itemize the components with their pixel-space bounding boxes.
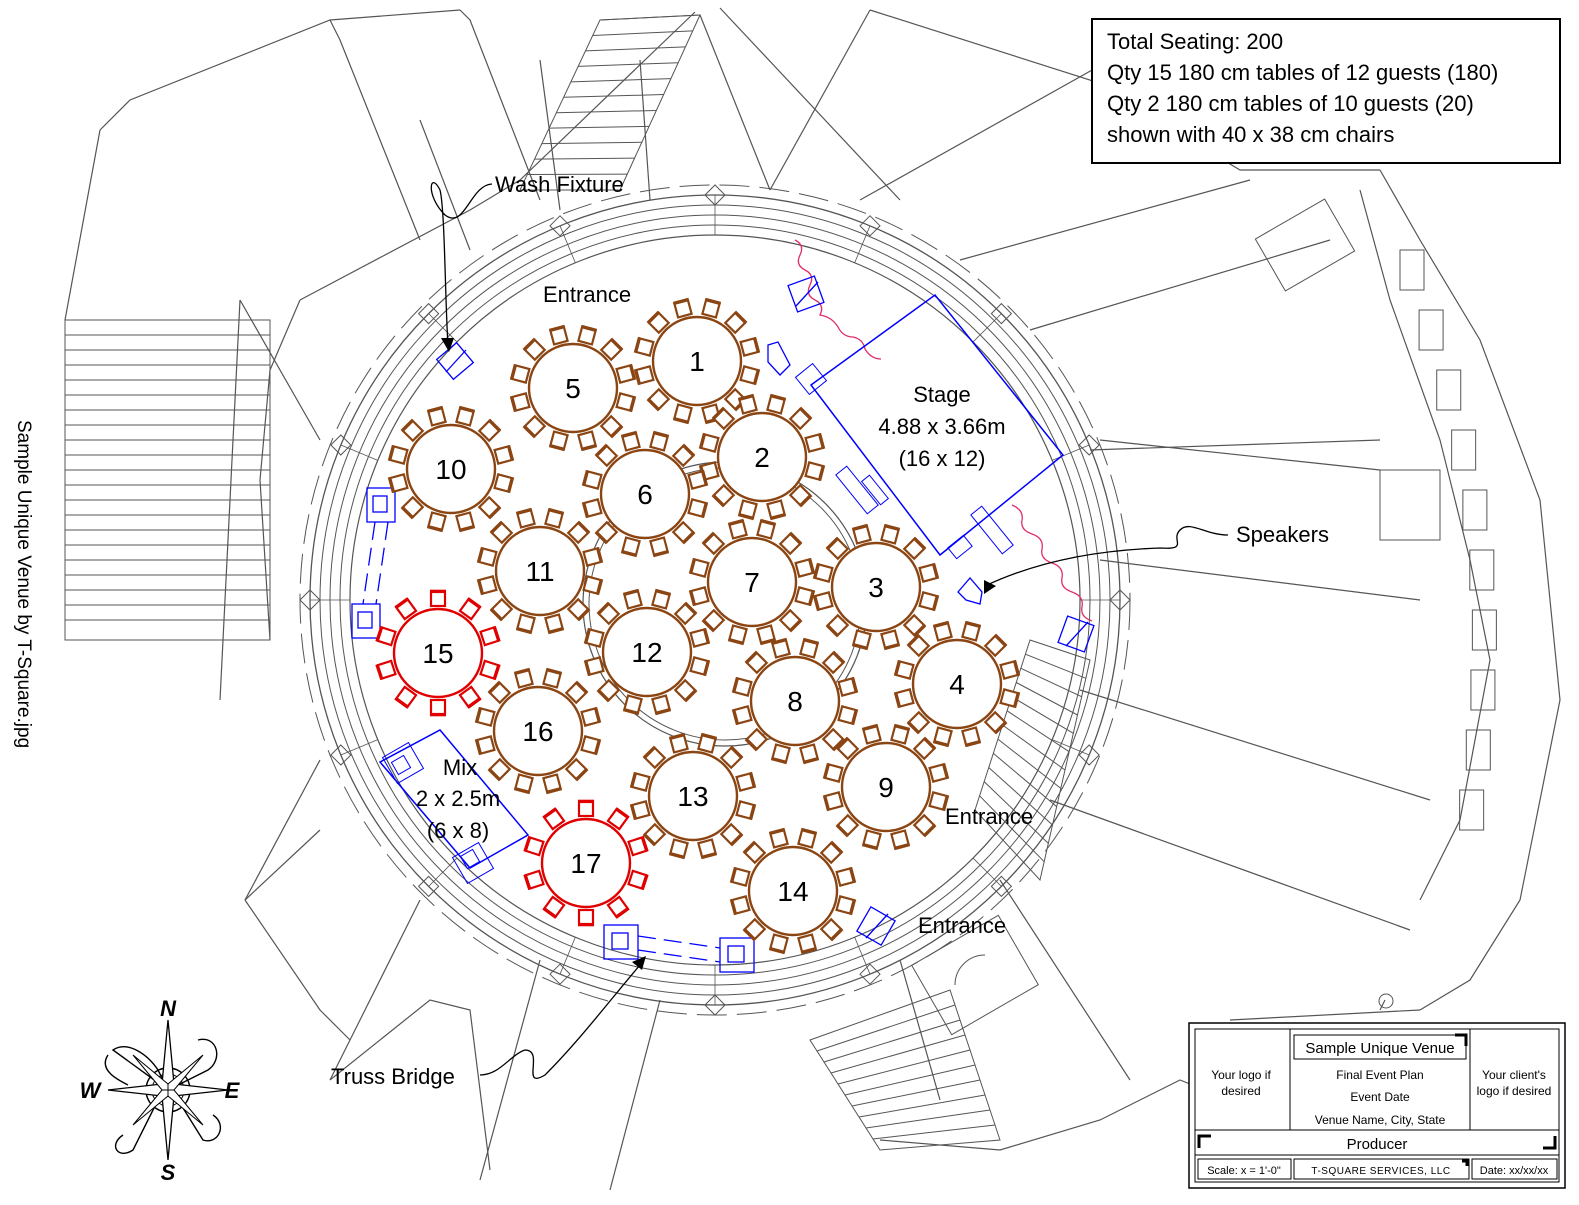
mix-metric-size: 2 x 2.5m — [416, 786, 500, 811]
wash-fixture-nw — [437, 343, 474, 380]
title-company: T-SQUARE SERVICES, LLC — [1311, 1166, 1450, 1177]
title-venue: Sample Unique Venue — [1305, 1040, 1454, 1057]
summary-chair-size: shown with 40 x 38 cm chairs — [1107, 119, 1545, 150]
speaker-east — [958, 578, 982, 604]
table-number: 16 — [522, 716, 553, 747]
table-5[interactable]: 5 — [511, 326, 635, 450]
speaker-north — [768, 342, 790, 375]
chair — [431, 700, 445, 714]
title-plan: Final Event Plan — [1336, 1068, 1423, 1082]
mix-imperial-size: (6 x 8) — [427, 818, 489, 843]
table-number: 15 — [422, 638, 453, 669]
title-logo-right-line1: Your client's — [1482, 1068, 1546, 1082]
title-date-field: Date: xx/xx/xx — [1480, 1165, 1549, 1177]
stairs-west — [65, 320, 270, 640]
title-logo-right-line2: logo if desired — [1477, 1084, 1552, 1098]
title-event-date: Event Date — [1350, 1090, 1410, 1104]
table-14[interactable]: 14 — [731, 829, 855, 953]
east-wing-windows — [1255, 199, 1496, 830]
summary-ten-guest-tables: Qty 2 180 cm tables of 10 guests (20) — [1107, 88, 1545, 119]
entrance-label-southeast: Entrance — [918, 913, 1006, 938]
table-number: 6 — [637, 479, 653, 510]
entrance-label-east: Entrance — [945, 804, 1033, 829]
title-logo-left-line2: desired — [1221, 1084, 1260, 1098]
chair — [579, 802, 593, 816]
title-location: Venue Name, City, State — [1315, 1113, 1446, 1127]
table-number: 3 — [868, 572, 884, 603]
table-3[interactable]: 3 — [814, 525, 938, 649]
stage-metric-size: 4.88 x 3.66m — [878, 414, 1005, 439]
title-block: Sample Unique Venue Your logo if desired… — [1189, 1023, 1565, 1188]
table-number: 5 — [565, 373, 581, 404]
stage-title: Stage — [913, 382, 971, 407]
summary-total-seating: Total Seating: 200 — [1107, 26, 1545, 57]
table-13[interactable]: 13 — [631, 734, 755, 858]
stairs-south — [810, 990, 1000, 1150]
table-11[interactable]: 11 — [478, 509, 602, 633]
table-number: 12 — [631, 637, 662, 668]
wash-fixture-n — [788, 276, 824, 312]
table-number: 13 — [677, 781, 708, 812]
stage[interactable]: Stage 4.88 x 3.66m (16 x 12) — [796, 295, 1063, 559]
table-number: 1 — [689, 346, 705, 377]
seating-summary-box: Total Seating: 200 Qty 15 180 cm tables … — [1091, 18, 1561, 164]
table-number: 7 — [744, 567, 760, 598]
compass-south: S — [161, 1160, 176, 1185]
mix-title: Mix — [443, 755, 477, 780]
table-9[interactable]: 9 — [824, 725, 948, 849]
table-2[interactable]: 2 — [700, 395, 824, 519]
speakers-leader — [985, 527, 1228, 586]
summary-twelve-guest-tables: Qty 15 180 cm tables of 12 guests (180) — [1107, 57, 1545, 88]
table-number: 17 — [570, 848, 601, 879]
table-number: 4 — [949, 669, 965, 700]
table-10[interactable]: 10 — [389, 407, 513, 531]
wash-fixture-label: Wash Fixture — [495, 172, 624, 197]
side-caption: Sample Unique Venue by T-Square.jpg — [4, 420, 34, 820]
drain-marker — [1379, 994, 1393, 1008]
compass-north: N — [160, 996, 177, 1021]
chair — [431, 592, 445, 606]
table-number: 14 — [777, 876, 808, 907]
table-number: 8 — [787, 686, 803, 717]
table-6[interactable]: 6 — [583, 432, 707, 556]
table-number: 10 — [435, 454, 466, 485]
title-logo-left-line1: Your logo if — [1211, 1068, 1271, 1082]
stage-imperial-size: (16 x 12) — [899, 446, 986, 471]
stairs-north — [520, 15, 700, 190]
entrance-label-north: Entrance — [543, 282, 631, 307]
table-17[interactable]: 17 — [525, 801, 648, 925]
table-number: 11 — [525, 556, 554, 587]
table-number: 9 — [878, 772, 894, 803]
table-15[interactable]: 15 — [377, 591, 500, 715]
compass-rose: N S W E — [80, 996, 241, 1185]
title-producer: Producer — [1347, 1136, 1408, 1153]
compass-east: E — [225, 1078, 241, 1103]
table-12[interactable]: 12 — [585, 590, 709, 714]
truss-west — [352, 488, 395, 638]
title-scale: Scale: x = 1'-0" — [1207, 1165, 1281, 1177]
chair — [579, 910, 593, 924]
table-16[interactable]: 16 — [476, 669, 600, 793]
table-7[interactable]: 7 — [690, 520, 814, 644]
truss-bridge-label: Truss Bridge — [331, 1064, 455, 1089]
table-8[interactable]: 8 — [733, 639, 857, 763]
compass-west: W — [80, 1078, 103, 1103]
speakers-label: Speakers — [1236, 522, 1329, 547]
table-4[interactable]: 4 — [895, 622, 1019, 746]
table-number: 2 — [754, 442, 770, 473]
wash-fixture-leader — [431, 183, 492, 345]
wash-fixture-se — [857, 907, 895, 945]
